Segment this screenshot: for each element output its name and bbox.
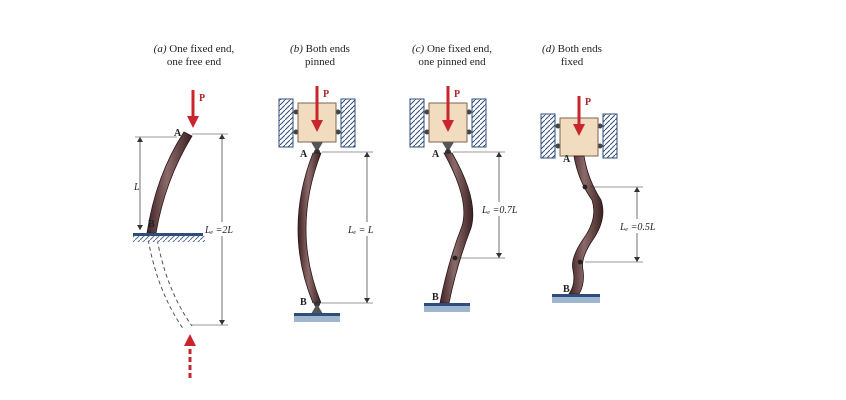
caption-c-line1: (c) One fixed end, — [411, 43, 493, 55]
ground-a — [133, 233, 205, 236]
inflection-point-c — [452, 255, 458, 261]
roller-d-3 — [597, 123, 603, 129]
point-d-bottom: B — [563, 284, 570, 295]
roller-d-1 — [555, 123, 561, 129]
dim-arrow-b-top — [364, 152, 370, 157]
load-label-d: P — [585, 97, 591, 108]
roller-d-4 — [597, 143, 603, 149]
point-a-top: A — [174, 128, 182, 139]
caption-case-d: (d) Both ends fixed — [497, 43, 647, 69]
case-b: P A B Lₑ = L — [278, 86, 388, 322]
column-d — [568, 155, 604, 295]
case-c: P A B Lₑ =0.7L — [409, 86, 532, 312]
load-label-c: P — [454, 89, 460, 100]
caption-a-line2: one free end — [166, 56, 222, 68]
point-b-top: A — [300, 149, 308, 160]
caption-case-c: (c) One fixed end, one pinned end — [377, 43, 527, 69]
effective-length-a: Lₑ =2L — [204, 225, 233, 236]
load-arrowhead-b — [311, 120, 323, 132]
wall-d-right — [602, 113, 618, 159]
dim-arrow-d-top — [634, 187, 640, 192]
caption-d-line1: (d) Both ends — [542, 43, 602, 55]
load-label-a: P — [199, 93, 205, 104]
pin-c-top — [442, 142, 454, 152]
wall-b-left — [278, 98, 294, 148]
load-arrowhead-d — [573, 124, 585, 136]
dim-arrow-a-le-bottom — [219, 320, 225, 325]
case-a: P A B L Lₑ =2L — [133, 90, 247, 378]
roller-c-3 — [466, 109, 472, 115]
roller-c-4 — [466, 129, 472, 135]
dim-label-bg-b — [346, 222, 388, 236]
point-c-top: A — [432, 149, 440, 160]
load-arrowhead-a — [187, 116, 199, 128]
point-d-top: A — [563, 154, 571, 165]
roller-b-2 — [293, 129, 299, 135]
reaction-arrowhead-a — [184, 334, 196, 346]
caption-c-line2: one pinned end — [418, 56, 486, 68]
ground-b — [294, 313, 340, 316]
column-b — [297, 152, 322, 304]
roller-c-2 — [424, 129, 430, 135]
load-label-b: P — [323, 89, 329, 100]
case-d: P A B Lₑ =0.5L — [540, 96, 672, 303]
caption-b-line2: pinned — [305, 56, 335, 68]
wall-c-right — [471, 98, 487, 148]
dim-label-bg-d — [618, 219, 672, 233]
column-a — [146, 131, 193, 234]
caption-case-a: (a) One fixed end, one free end — [119, 43, 269, 69]
dim-label-bg-c — [480, 202, 532, 216]
roller-b-4 — [335, 129, 341, 135]
wall-c-left — [409, 98, 425, 148]
inflection-point-d-lower — [577, 259, 583, 265]
dim-arrow-c-bottom — [496, 253, 502, 258]
dim-arrow-b-bottom — [364, 298, 370, 303]
dim-arrow-d-bottom — [634, 257, 640, 262]
dim-arrow-a-l-top — [137, 137, 143, 142]
caption-a-line1: (a) One fixed end, — [153, 43, 235, 55]
ground-d — [552, 294, 600, 297]
column-c — [439, 152, 474, 304]
pin-b-top — [311, 142, 323, 152]
wall-d-left — [540, 113, 556, 159]
load-arrowhead-c — [442, 120, 454, 132]
inflection-point-d-upper — [582, 184, 588, 190]
caption-b-line1: (b) Both ends — [290, 43, 350, 55]
effective-length-d: Lₑ =0.5L — [619, 222, 656, 233]
ground-c — [424, 303, 470, 306]
point-c-bottom: B — [432, 292, 439, 303]
ground-hatch-a — [133, 236, 205, 242]
roller-c-1 — [424, 109, 430, 115]
dim-label-bg-a — [203, 222, 247, 236]
effective-length-c: Lₑ =0.7L — [481, 205, 518, 216]
length-label-a: L — [133, 182, 140, 193]
roller-b-3 — [335, 109, 341, 115]
ground-d-fill — [552, 297, 600, 303]
mirror-curve-a-right — [155, 232, 193, 327]
point-a-bottom: B — [148, 219, 155, 230]
dim-arrow-a-l-bottom — [137, 225, 143, 230]
ground-b-fill — [294, 316, 340, 322]
caption-d-line2: fixed — [560, 56, 584, 68]
pin-b-bottom — [311, 304, 323, 314]
point-b-bottom: B — [300, 297, 307, 308]
dim-arrow-c-top — [496, 152, 502, 157]
ground-c-fill — [424, 306, 470, 312]
dim-arrow-a-le-top — [219, 134, 225, 139]
caption-case-b: (b) Both ends pinned — [245, 43, 395, 69]
roller-d-2 — [555, 143, 561, 149]
wall-b-right — [340, 98, 356, 148]
effective-length-b: Lₑ = L — [347, 225, 374, 236]
roller-b-1 — [293, 109, 299, 115]
mirror-curve-a-left — [146, 232, 185, 331]
